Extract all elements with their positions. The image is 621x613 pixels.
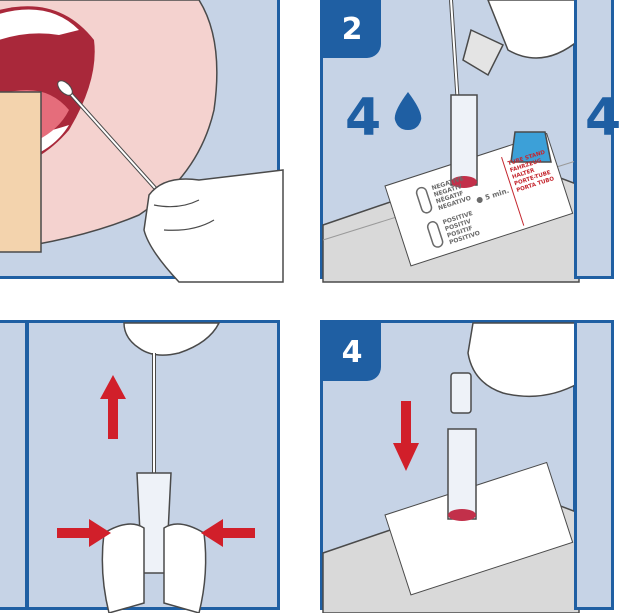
arrow-right-icon [57,519,111,547]
arrow-left-icon [201,519,255,547]
panel-step1-throat-swab [0,0,284,283]
squeeze-tube-illustration [57,322,255,613]
panel-edge-top-right: 4 [574,0,621,279]
panel-edge-bottom-left [0,320,28,610]
card-label-area: NEGATIVE NEGATIV NÉGATIF NEGATIVO POSITI… [409,137,576,259]
arrow-up-icon [100,375,126,439]
throat-swab-illustration [0,0,284,283]
card-labels: NEGATIVE NEGATIV NÉGATIF NEGATIVO POSITI… [415,149,555,248]
panel-step3-squeeze-tube [26,320,280,613]
time-label: 5 min. [484,187,510,202]
step-number-badge: 2 [323,0,381,58]
panel-step2-add-drops: 2 4 NEGATIVE NEGATIV NÉGATIF NEGATIVO PO… [320,0,580,283]
panel-step4-place-tube: 4 [320,320,580,613]
timer-icon [476,196,483,203]
add-drops-illustration [322,0,580,283]
place-tube-illustration [322,322,580,613]
drops-count: 4 [345,88,382,148]
edge-drops-count: 4 [585,88,621,148]
arrow-down-icon [393,401,419,471]
step-number-badge: 4 [323,323,381,381]
panel-edge-bottom-right [574,320,614,610]
drop-icon [394,92,422,130]
